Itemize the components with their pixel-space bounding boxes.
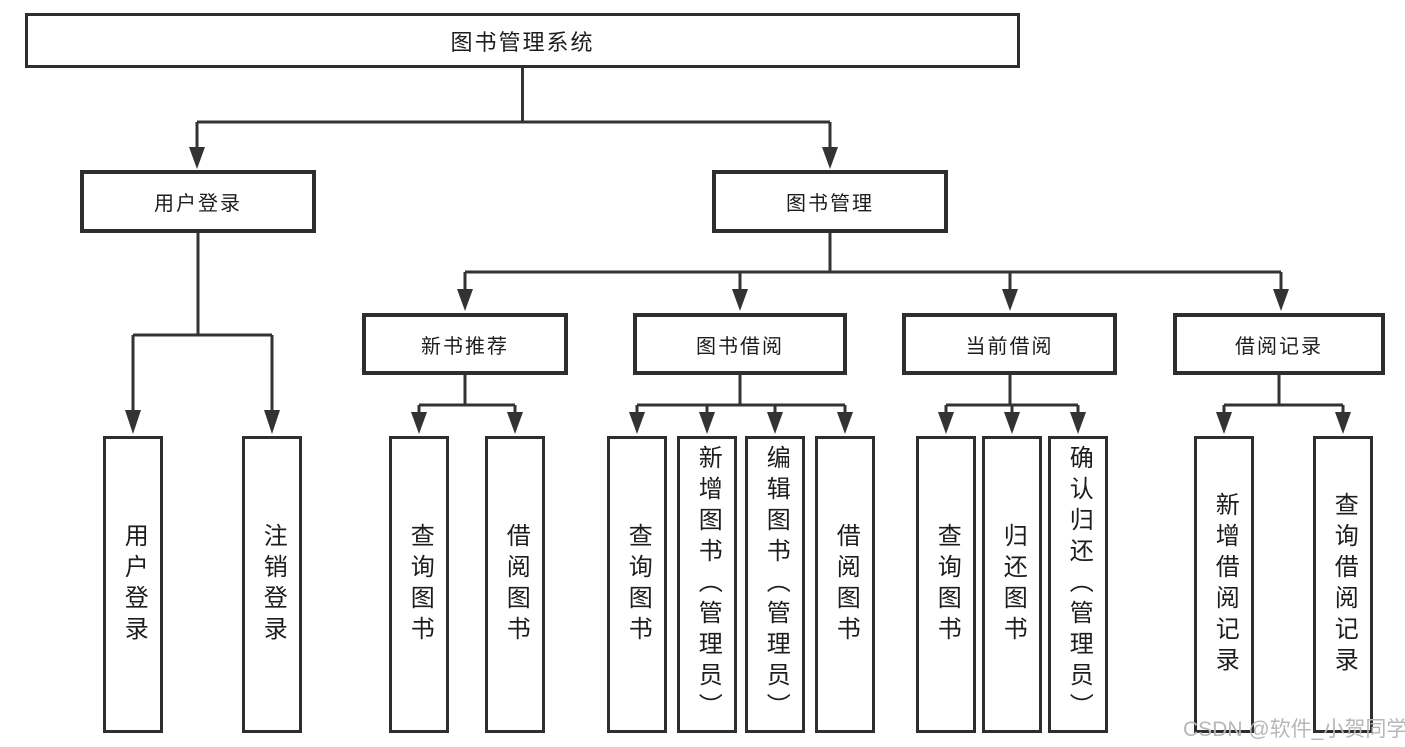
leaf-add-borrow-record: 新增借阅记录 xyxy=(1194,436,1254,733)
node-label: 图书管理 xyxy=(786,193,874,215)
node-label: 借阅图书 xyxy=(832,522,860,647)
node-label: 当前借阅 xyxy=(965,335,1054,358)
node-root-library-system: 图书管理系统 xyxy=(25,13,1020,68)
leaf-borrow-books-recommend: 借阅图书 xyxy=(485,436,545,733)
node-label: 新增借阅记录 xyxy=(1211,491,1239,678)
connector-borrow-records-to-leaves xyxy=(1216,375,1351,434)
leaf-query-books-recommend: 查询图书 xyxy=(389,436,449,733)
connector-book-borrow-to-leaves xyxy=(629,375,853,434)
node-label: 归还图书 xyxy=(999,522,1027,647)
node-label: 图书管理系统 xyxy=(450,29,595,55)
node-label: 查询图书 xyxy=(624,522,652,647)
node-label: 借阅图书 xyxy=(502,522,530,647)
connector-user-login-to-leaves xyxy=(125,233,280,434)
leaf-confirm-return-admin: 确认归还（管理员） xyxy=(1048,436,1108,733)
node-user-login: 用户登录 xyxy=(80,170,316,233)
node-label: 借阅记录 xyxy=(1235,335,1323,358)
leaf-query-books-borrow: 查询图书 xyxy=(607,436,667,733)
node-label: 编辑图书（管理员） xyxy=(762,445,790,724)
node-label: 查询图书 xyxy=(406,522,434,647)
node-label: 用户登录 xyxy=(120,522,148,647)
connector-new-book-to-leaves xyxy=(411,375,523,434)
leaf-query-books-current: 查询图书 xyxy=(916,436,976,733)
leaf-borrow-books: 借阅图书 xyxy=(815,436,875,733)
node-label: 图书借阅 xyxy=(696,335,784,358)
leaf-query-borrow-record: 查询借阅记录 xyxy=(1313,436,1373,733)
node-book-management: 图书管理 xyxy=(712,170,948,233)
node-current-borrow: 当前借阅 xyxy=(902,313,1117,375)
node-borrow-records: 借阅记录 xyxy=(1173,313,1385,375)
node-label: 新增图书（管理员） xyxy=(694,445,722,724)
node-label: 查询图书 xyxy=(933,522,961,647)
leaf-user-login: 用户登录 xyxy=(103,436,163,733)
connector-current-borrow-to-leaves xyxy=(938,375,1086,434)
node-label: 确认归还（管理员） xyxy=(1065,445,1093,724)
node-label: 注销登录 xyxy=(259,522,287,647)
connector-root-to-level2 xyxy=(189,68,838,169)
csdn-watermark: CSDN @软件_小贺同学 xyxy=(1183,718,1405,741)
leaf-add-books-admin: 新增图书（管理员） xyxy=(677,436,737,733)
leaf-edit-books-admin: 编辑图书（管理员） xyxy=(745,436,805,733)
node-label: 用户登录 xyxy=(154,193,242,215)
node-label: 查询借阅记录 xyxy=(1330,491,1358,678)
leaf-return-books: 归还图书 xyxy=(982,436,1042,733)
node-new-book-recommend: 新书推荐 xyxy=(362,313,568,375)
leaf-logout: 注销登录 xyxy=(242,436,302,733)
connector-book-mgmt-to-level3 xyxy=(457,233,1289,311)
node-label: 新书推荐 xyxy=(421,335,509,358)
node-book-borrow: 图书借阅 xyxy=(633,313,847,375)
